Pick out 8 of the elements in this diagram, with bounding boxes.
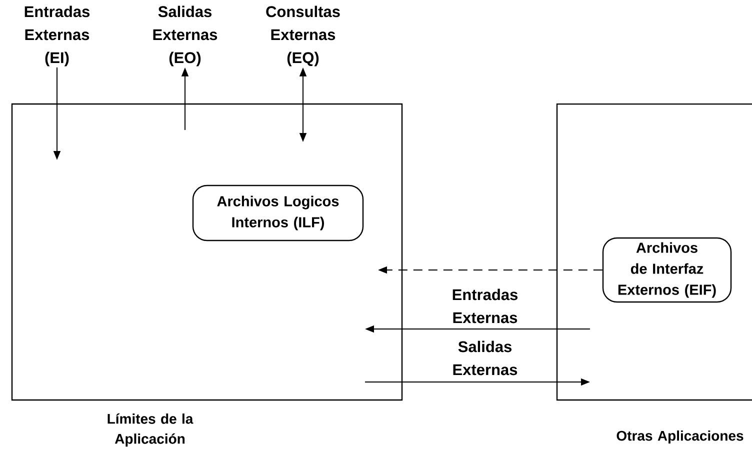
edge-label: Entradas Externas (452, 288, 518, 324)
file-box: Archivos de Interfaz Externos (EIF) (602, 237, 732, 303)
flow-label: Consultas Externas (EQ) (266, 6, 340, 66)
edge-label: Salidas Externas (453, 340, 518, 376)
flow-label: Salidas Externas (EO) (153, 6, 218, 66)
file-box: Archivos Logicos Internos (ILF) (192, 184, 364, 242)
node-label: Límites de la Aplicación (108, 413, 194, 447)
flow-label: Entradas Externas (EI) (24, 6, 90, 66)
